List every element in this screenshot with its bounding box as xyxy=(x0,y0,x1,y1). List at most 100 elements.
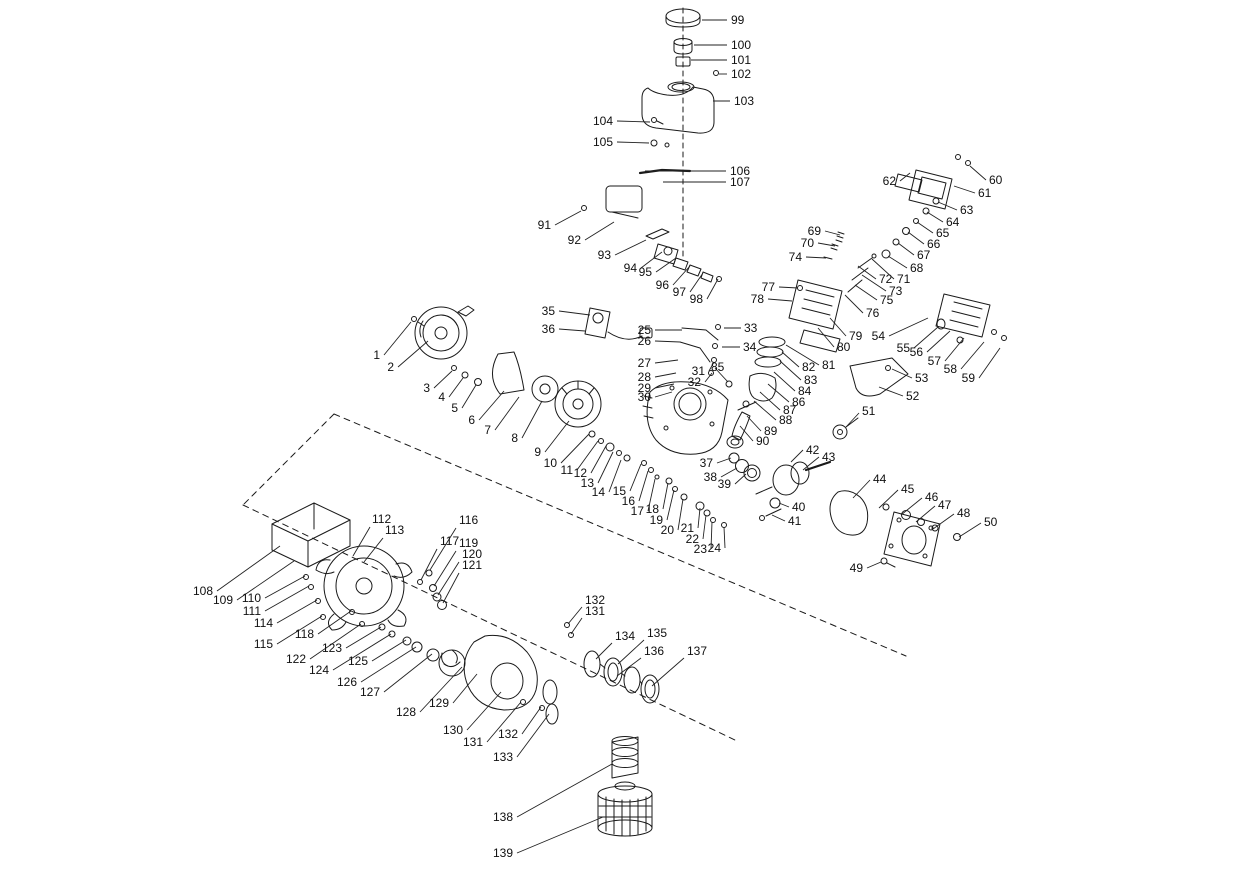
crankcase-cover xyxy=(883,511,941,567)
part-callout-23: 23 xyxy=(694,521,713,556)
leader-line-45 xyxy=(878,489,899,509)
part-number-139: 139 xyxy=(493,846,513,860)
part-callout-64: 64 xyxy=(926,211,960,229)
part-callout-57: 57 xyxy=(928,337,965,368)
part-number-27: 27 xyxy=(638,356,652,370)
part-callout-9: 9 xyxy=(534,420,570,459)
part-number-3: 3 xyxy=(423,381,430,395)
part-number-12: 12 xyxy=(574,466,588,480)
part-number-73: 73 xyxy=(889,284,903,298)
part-number-41: 41 xyxy=(788,514,802,528)
leader-line-83 xyxy=(779,360,802,381)
part-number-112: 112 xyxy=(372,512,391,526)
leader-line-123 xyxy=(345,626,382,649)
leader-line-94 xyxy=(640,251,663,269)
leader-line-32 xyxy=(704,372,713,383)
oil-seals-bearings xyxy=(728,452,761,482)
part-callout-61: 61 xyxy=(953,185,992,200)
part-callout-87: 87 xyxy=(759,391,797,417)
part-callout-111: 111 xyxy=(243,585,310,618)
engine-crankcase xyxy=(642,381,729,455)
part-number-95: 95 xyxy=(639,265,653,279)
part-number-34: 34 xyxy=(743,340,757,354)
part-callout-106: 106 xyxy=(645,164,750,178)
part-callout-108: 108 xyxy=(193,545,281,598)
leader-line-137 xyxy=(651,657,685,687)
part-callout-124: 124 xyxy=(309,633,392,677)
part-callout-47: 47 xyxy=(915,498,952,523)
leader-line-79 xyxy=(829,317,847,337)
part-callout-136: 136 xyxy=(616,644,664,677)
leader-line-42 xyxy=(790,449,804,463)
leader-line-35 xyxy=(558,310,591,316)
leader-line-36 xyxy=(558,328,586,332)
part-number-59: 59 xyxy=(962,371,976,385)
part-callout-8: 8 xyxy=(511,400,543,445)
leader-line-1 xyxy=(383,321,412,356)
part-callout-30: 30 xyxy=(638,390,673,404)
part-callout-120: 120 xyxy=(437,547,482,596)
part-number-47: 47 xyxy=(938,498,952,512)
part-callout-33: 33 xyxy=(724,321,758,335)
connecting-rod xyxy=(726,411,751,449)
leader-line-10 xyxy=(560,433,590,464)
leader-line-131 xyxy=(486,701,522,743)
leader-line-77 xyxy=(778,286,799,289)
leader-line-48 xyxy=(932,513,955,530)
part-callout-85: 85 xyxy=(711,360,729,383)
part-callout-104: 104 xyxy=(593,114,651,128)
part-callout-59: 59 xyxy=(962,347,1001,385)
part-callout-122: 122 xyxy=(286,623,362,666)
leader-line-29 xyxy=(654,383,675,389)
part-number-119: 119 xyxy=(459,536,478,550)
part-callout-116: 116 xyxy=(429,513,478,571)
part-callout-105: 105 xyxy=(593,135,650,149)
part-number-118: 118 xyxy=(295,627,314,641)
part-callout-48: 48 xyxy=(932,506,971,530)
part-number-81: 81 xyxy=(822,358,836,372)
part-number-115: 115 xyxy=(254,637,273,651)
part-callout-115: 115 xyxy=(254,615,323,651)
part-callout-24: 24 xyxy=(708,526,726,555)
part-callout-132: 132 xyxy=(498,706,542,741)
part-number-62: 62 xyxy=(883,174,897,188)
part-callout-67: 67 xyxy=(897,242,931,262)
part-callout-49: 49 xyxy=(850,561,882,575)
part-callout-68: 68 xyxy=(887,255,924,275)
leader-line-124 xyxy=(332,633,392,671)
leader-line-67 xyxy=(897,242,915,256)
leader-line-92 xyxy=(584,221,615,241)
impeller xyxy=(438,649,466,677)
part-callout-35: 35 xyxy=(542,304,591,318)
part-callout-132: 132 xyxy=(567,593,605,625)
part-number-85: 85 xyxy=(711,360,725,374)
part-callout-4: 4 xyxy=(438,377,464,404)
part-callout-80: 80 xyxy=(817,327,851,354)
part-callout-63: 63 xyxy=(937,201,974,217)
part-number-75: 75 xyxy=(880,293,894,307)
part-callout-121: 121 xyxy=(442,558,482,604)
leader-line-12 xyxy=(590,445,607,474)
part-number-91: 91 xyxy=(538,218,552,232)
leader-line-56 xyxy=(926,330,951,353)
part-number-123: 123 xyxy=(322,641,342,655)
leader-line-90 xyxy=(739,425,754,442)
air-cleaner-carburetor xyxy=(581,185,722,283)
part-number-102: 102 xyxy=(731,67,751,81)
part-number-127: 127 xyxy=(360,685,380,699)
leader-line-5 xyxy=(461,384,477,409)
leader-line-62 xyxy=(899,172,911,182)
part-number-105: 105 xyxy=(593,135,613,149)
leader-line-52 xyxy=(878,386,904,397)
part-callout-76: 76 xyxy=(844,294,880,320)
part-number-14: 14 xyxy=(592,485,606,499)
part-callout-112: 112 xyxy=(352,512,391,557)
leader-line-19 xyxy=(666,489,675,521)
part-callout-50: 50 xyxy=(958,515,998,538)
part-callout-109: 109 xyxy=(213,560,295,607)
part-number-129: 129 xyxy=(429,696,449,710)
part-number-96: 96 xyxy=(656,278,670,292)
case-gasket xyxy=(829,490,869,536)
part-callout-95: 95 xyxy=(639,257,677,279)
